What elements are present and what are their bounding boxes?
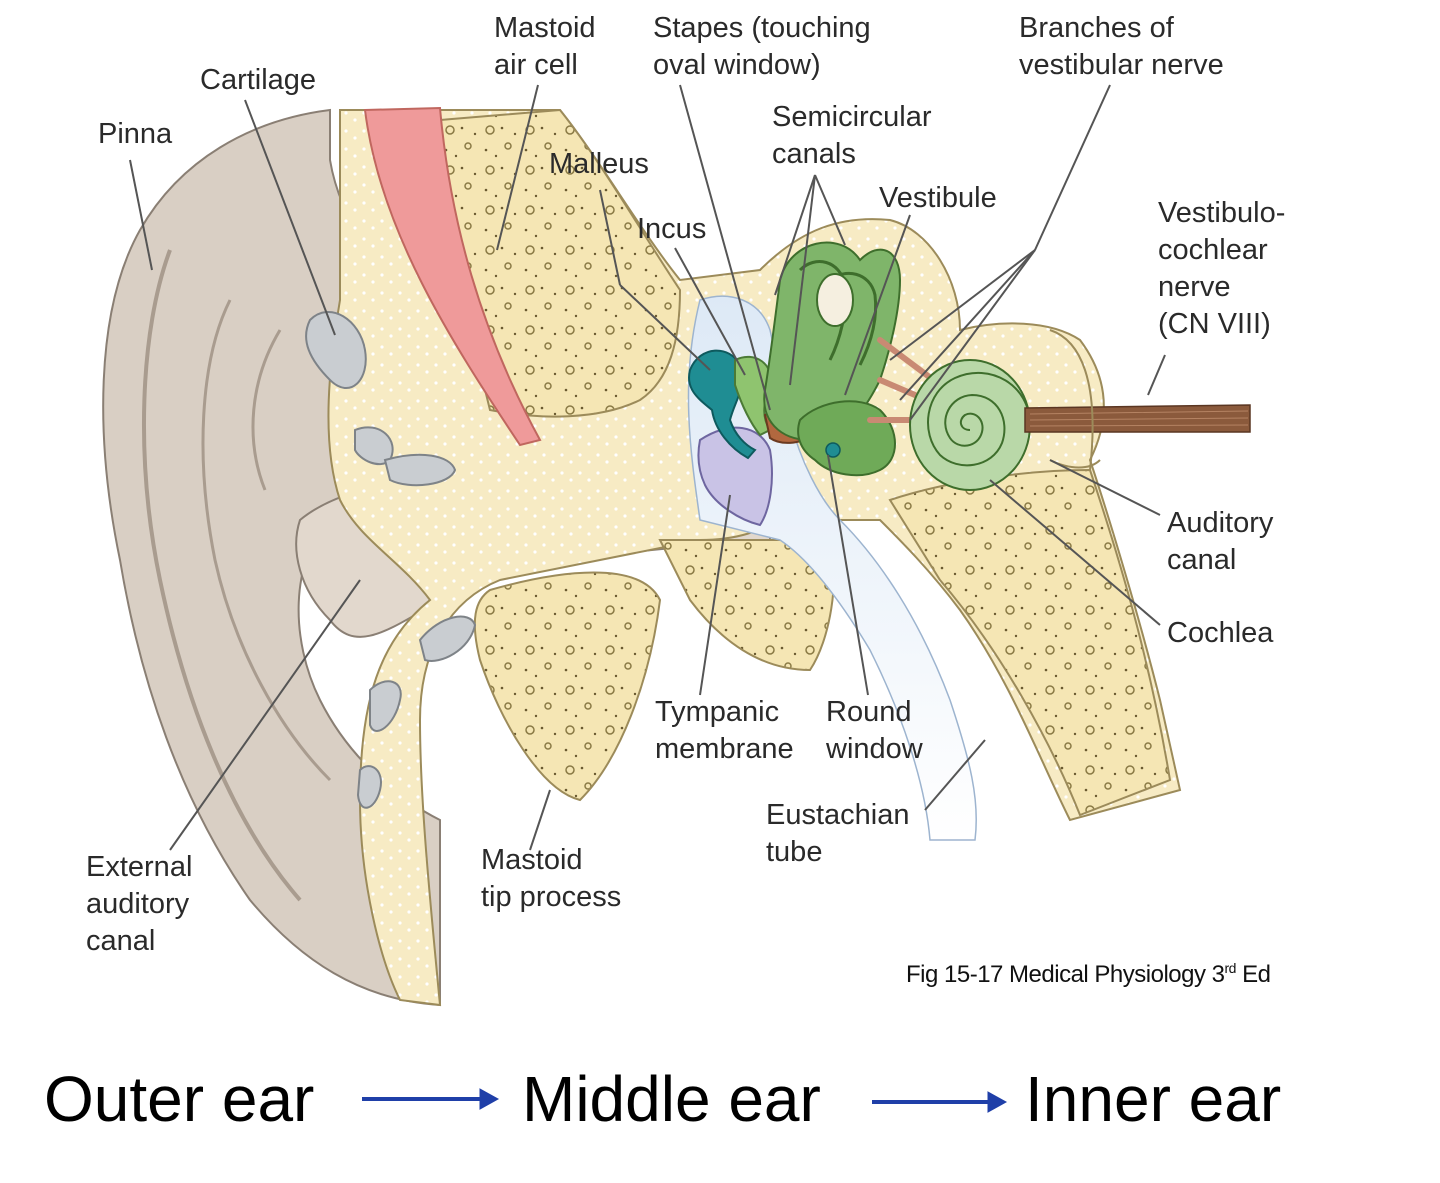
label-cartilage: Cartilage xyxy=(200,64,317,96)
cartilage-pieces xyxy=(305,310,477,809)
label-mastoid-air-cell: Mastoid air cell xyxy=(494,12,596,81)
temporal-muscle xyxy=(363,106,542,447)
label-round-window: Round window xyxy=(826,696,923,765)
incus-shape xyxy=(734,355,772,437)
figure-caption: Fig 15-17 Medical Physiology 3rd Ed xyxy=(906,960,1271,989)
label-pinna: Pinna xyxy=(98,118,173,150)
figure-caption-superscript: rd xyxy=(1224,960,1237,976)
label-cochlea: Cochlea xyxy=(1167,617,1274,649)
flow-outer-ear: Outer ear xyxy=(44,1063,315,1135)
flow-middle-ear: Middle ear xyxy=(522,1063,821,1135)
flow-arrows xyxy=(362,1088,1008,1113)
label-vestibule: Vestibule xyxy=(879,182,997,214)
cochlea-shape xyxy=(909,359,1031,491)
label-mastoid-tip-process: Mastoid tip process xyxy=(481,844,622,913)
flow-inner-ear: Inner ear xyxy=(1025,1063,1282,1135)
figure-caption-text: Fig 15-17 Medical Physiology 3 xyxy=(906,961,1225,988)
label-stapes: Stapes (touching oval window) xyxy=(653,12,871,81)
label-eustachian-tube: Eustachian tube xyxy=(766,799,910,868)
label-auditory-canal: Auditory canal xyxy=(1167,507,1274,576)
figure-caption-suffix: Ed xyxy=(1235,961,1271,988)
label-semicircular-canals: Semicircular canals xyxy=(772,101,932,170)
label-branches-vestibular-nerve: Branches of vestibular nerve xyxy=(1019,12,1224,81)
label-external-auditory-canal: External auditory canal xyxy=(86,851,193,957)
label-malleus: Malleus xyxy=(549,148,649,180)
label-tympanic-membrane: Tympanic membrane xyxy=(655,696,794,765)
label-incus: Incus xyxy=(637,213,707,245)
label-vestibulocochlear-nerve: Vestibulo- cochlear nerve (CN VIII) xyxy=(1158,197,1286,340)
leader-lines xyxy=(129,84,1166,851)
